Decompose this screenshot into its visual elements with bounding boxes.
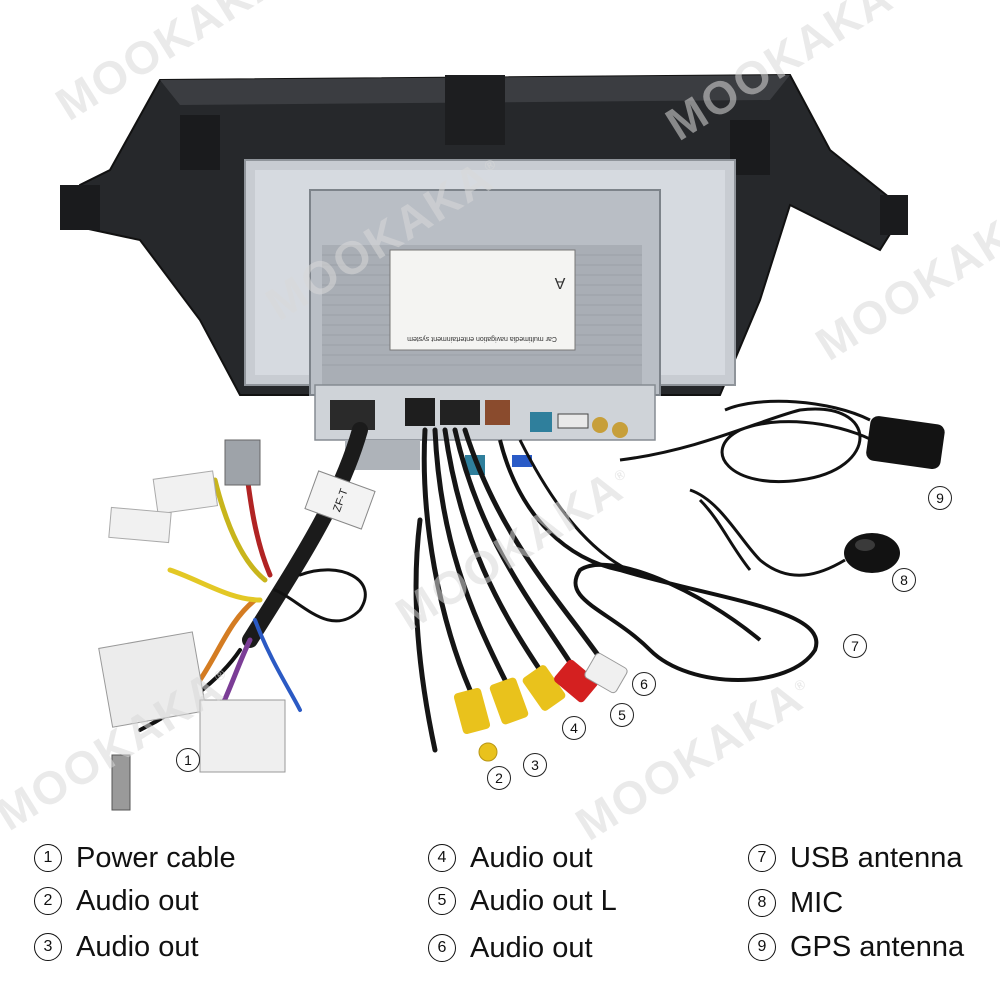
legend-number: 9: [748, 933, 776, 961]
rca-plugs: [453, 652, 628, 762]
legend-item-9: 9 GPS antenna: [748, 927, 964, 967]
gps-module: [866, 416, 945, 470]
legend-label: Audio out: [76, 884, 199, 917]
legend-label: Audio out: [470, 841, 593, 874]
legend-label: MIC: [790, 886, 844, 919]
marker-2: 2: [487, 766, 511, 790]
marker-9: 9: [928, 486, 952, 510]
gps-antenna-cable: [619, 407, 881, 483]
legend-item-3: 3 Audio out: [34, 927, 199, 967]
legend-number: 1: [34, 844, 62, 872]
legend-number: 6: [428, 934, 456, 962]
unit-side-letter: A: [554, 274, 565, 291]
legend-item-6: 6 Audio out: [428, 928, 593, 968]
usb-antenna-cable: [498, 439, 819, 682]
legend-item-7: 7 USB antenna: [748, 838, 963, 878]
product-photo: Car multimedia navigation entertainment …: [60, 73, 945, 811]
marker-5: 5: [610, 703, 634, 727]
spec-label: [389, 249, 576, 351]
legend-label: Audio out: [470, 931, 593, 964]
marker-1: 1: [176, 748, 200, 772]
legend-number: 3: [34, 933, 62, 961]
legend-item-8: 8 MIC: [748, 883, 843, 923]
legend-number: 2: [34, 887, 62, 915]
plug-main: [199, 699, 286, 773]
legend-label: Audio out L: [470, 884, 617, 917]
legend-number: 8: [748, 889, 776, 917]
legend-number: 4: [428, 844, 456, 872]
legend-label: GPS antenna: [790, 930, 965, 963]
legend-item-1: 1 Power cable: [34, 838, 236, 878]
marker-3: 3: [523, 753, 547, 777]
legend-number: 7: [748, 844, 776, 872]
plug-large: [98, 631, 207, 728]
legend-item-4: 4 Audio out: [428, 838, 593, 878]
marker-8: 8: [892, 568, 916, 592]
marker-6: 6: [632, 672, 656, 696]
mic-cable: [689, 488, 846, 577]
marker-4: 4: [562, 716, 586, 740]
rca-cables: [413, 427, 608, 753]
unit-label-text: Car multimedia navigation entertainment …: [407, 335, 557, 342]
legend-label: Audio out: [76, 930, 199, 963]
legend-number: 5: [428, 887, 456, 915]
legend-label: Power cable: [76, 841, 236, 874]
mic-head: [844, 533, 900, 573]
legend-item-5: 5 Audio out L: [428, 881, 617, 921]
marker-7: 7: [843, 634, 867, 658]
legend-label: USB antenna: [790, 841, 963, 874]
legend-item-2: 2 Audio out: [34, 881, 199, 921]
